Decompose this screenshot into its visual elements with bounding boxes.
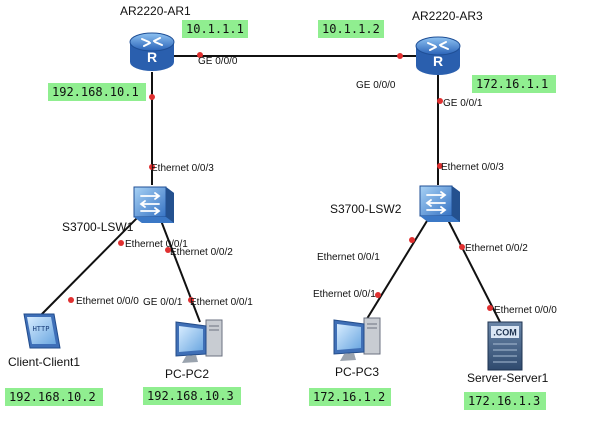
router-ar3-label: AR2220-AR3 [412,9,483,23]
router-icon: R [129,32,175,71]
ip-box-client1: 192.168.10.2 [5,388,103,406]
port-dot-pc2-eth001 [188,297,194,303]
port-label-lsw1-eth003: Ethernet 0/0/3 [151,163,214,174]
pc-pc2-label: PC-PC2 [165,367,209,381]
ip-ar3-lan: 172.16.1.1 [476,77,548,91]
client-badge: HTTP [33,325,50,333]
port-dots [68,52,493,311]
server-server1-label: Server-Server1 [467,371,549,385]
port-dot-client1-eth000 [68,297,74,303]
link-lsw2-pc3 [364,215,431,323]
http-client-icon: HTTP [23,313,61,349]
port-label-lsw2-eth003: Ethernet 0/0/3 [441,162,504,173]
switch-lsw1-label: S3700-LSW1 [62,220,134,234]
client-client1-label: Client-Client1 [8,355,80,369]
pc-pc2[interactable] [175,319,223,363]
ip-box-server1: 172.16.1.3 [464,392,546,410]
port-dot-lsw1-eth001 [118,240,124,246]
ip-ar3-wan: 10.1.1.2 [322,22,380,36]
ip-pc2: 192.168.10.3 [147,389,234,403]
router-ar1[interactable]: R [129,32,175,71]
port-label-lsw2-eth001: Ethernet 0/0/1 [317,252,380,263]
port-label-client1-eth000: Ethernet 0/0/0 [76,296,139,307]
router-ar3[interactable]: R [415,36,461,75]
switch-lsw1[interactable] [133,186,174,223]
ip-box-pc2: 192.168.10.3 [143,387,241,405]
switch-lsw2[interactable] [419,185,460,222]
pc-pc3-label: PC-PC3 [335,365,379,379]
pc-icon [175,319,223,363]
svg-text:R: R [433,53,443,69]
pc-pc3[interactable] [333,317,381,361]
port-label-pc2-ge001: GE 0/0/1 [143,297,183,308]
port-labels: GE 0/0/0 GE 0/0/0 GE 0/0/1 Ethernet 0/0/… [76,56,557,316]
switch-icon [133,186,174,223]
port-label-pc2-eth001: Ethernet 0/0/1 [190,297,253,308]
client-client1[interactable]: HTTP [23,313,61,349]
port-dot-ar1-ge000 [197,52,203,58]
server-badge: .COM [493,328,517,338]
port-label-lsw2-eth002: Ethernet 0/0/2 [465,243,528,254]
ip-box-ar3-lan: 172.16.1.1 [472,75,556,93]
ip-labels: 10.1.1.1 10.1.1.2 192.168.10.1 172.16.1.… [5,20,556,410]
link-lsw1-client1 [37,214,141,319]
port-label-lsw1-eth002: Ethernet 0/0/2 [170,247,233,258]
port-dot-server1-eth000 [487,305,493,311]
port-label-lsw1-eth001: Ethernet 0/0/1 [125,239,188,250]
links [37,55,501,323]
port-dot-pc3-eth001 [375,292,381,298]
ip-ar1-wan: 10.1.1.1 [186,22,244,36]
port-label-ar3-ge000: GE 0/0/0 [356,80,396,91]
ip-pc3: 172.16.1.2 [313,390,385,404]
router-ar1-label: AR2220-AR1 [120,4,191,18]
ip-box-pc3: 172.16.1.2 [309,388,391,406]
ip-client1: 192.168.10.2 [9,390,96,404]
port-dot-lsw1-eth002 [165,247,171,253]
svg-text:R: R [147,49,157,65]
port-label-server1-eth000: Ethernet 0/0/0 [494,305,557,316]
port-dot-lsw2-eth001 [409,237,415,243]
ip-box-ar1-lan: 192.168.10.1 [48,83,146,101]
pc-icon [333,317,381,361]
port-dot-lsw1-eth003 [149,164,155,170]
port-label-ar3-ge001: GE 0/0/1 [443,98,483,109]
port-dot-lsw2-eth003 [437,163,443,169]
server-icon: .COM [487,321,523,371]
ip-box-ar1-wan: 10.1.1.1 [182,20,248,38]
port-dot-ar1-lan [149,94,155,100]
switch-icon [419,185,460,222]
router-icon: R [415,36,461,75]
ip-box-ar3-wan: 10.1.1.2 [318,20,384,38]
port-label-ar1-ge000: GE 0/0/0 [198,56,238,67]
ip-server1: 172.16.1.3 [468,394,540,408]
port-label-pc3-eth001: Ethernet 0/0/1 [313,289,376,300]
server-server1[interactable]: .COM [487,321,523,371]
port-dot-ar3-ge001 [437,98,443,104]
port-dot-lsw2-eth002 [459,244,465,250]
ip-ar1-lan: 192.168.10.1 [52,85,139,99]
switch-lsw2-label: S3700-LSW2 [330,202,402,216]
link-lsw2-server1 [445,215,501,323]
port-dot-ar3-ge000 [397,53,403,59]
link-lsw1-pc2 [159,217,201,323]
